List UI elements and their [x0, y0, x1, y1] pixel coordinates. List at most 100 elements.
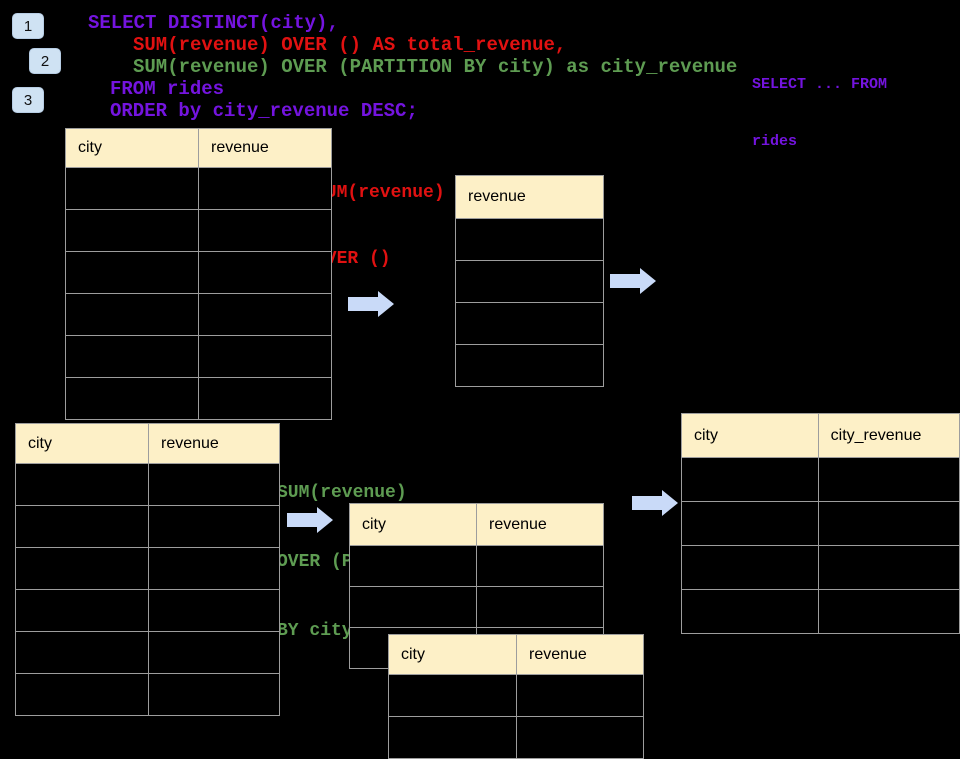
table-cell: [476, 545, 604, 587]
table-cell: [681, 545, 819, 590]
table-row: [65, 293, 332, 336]
table-rides-source-top: city revenue: [65, 128, 332, 420]
table-row: [15, 673, 280, 716]
step-badge-1: 1: [12, 13, 44, 39]
sql-line-select: SELECT DISTINCT(city),: [88, 12, 339, 34]
sql-query-code: SELECT DISTINCT(city), SUM(revenue) OVER…: [88, 12, 737, 122]
table-cell: [817, 589, 960, 634]
table-cell: [65, 335, 199, 378]
step-badge-3: 3: [12, 87, 44, 113]
table-row: [65, 209, 332, 252]
table-row: [455, 302, 604, 345]
total-revenue-annotation-line2: OVER (): [315, 249, 391, 269]
arrow-right-icon: [632, 490, 678, 516]
table-cell: [65, 251, 199, 294]
arrow-right-icon: [348, 291, 394, 317]
table-row: [349, 586, 604, 628]
table-header-row: city revenue: [15, 423, 280, 464]
table-cell: [516, 674, 644, 717]
step-badge-3-label: 3: [23, 91, 33, 109]
table-row: [15, 505, 280, 548]
total-revenue-annotation: SUM(revenue) OVER (): [315, 138, 445, 292]
column-header-city: city: [349, 503, 477, 546]
side-note-select-from: SELECT ... FROM rides: [752, 37, 887, 170]
table-cell: [65, 377, 199, 420]
table-cell: [65, 167, 199, 210]
table-row: [15, 589, 280, 632]
column-header-city: city: [65, 128, 199, 168]
table-partition-group-front: city revenue: [388, 634, 644, 759]
table-cell: [15, 631, 149, 674]
column-header-city: city: [388, 634, 517, 675]
table-cell: [817, 457, 960, 502]
table-cell: [15, 505, 149, 548]
table-row: [681, 501, 960, 546]
arrow-right-icon: [610, 268, 656, 294]
table-header-row: city revenue: [349, 503, 604, 546]
table-cell: [15, 589, 149, 632]
table-city-revenue-result: city city_revenue: [681, 413, 960, 634]
table-cell: [455, 218, 604, 261]
table-row: [15, 463, 280, 506]
table-cell: [516, 716, 644, 759]
table-row: [15, 547, 280, 590]
table-cell: [198, 209, 332, 252]
table-cell: [388, 674, 517, 717]
table-cell: [148, 547, 280, 590]
table-row: [455, 218, 604, 261]
column-header-revenue: revenue: [516, 634, 644, 675]
arrow-right-icon: [287, 507, 333, 533]
table-cell: [15, 673, 149, 716]
column-header-city: city: [681, 413, 819, 458]
table-row: [681, 589, 960, 634]
table-cell: [455, 260, 604, 303]
table-cell: [198, 377, 332, 420]
table-cell: [65, 209, 199, 252]
table-cell: [388, 716, 517, 759]
side-note-line1: SELECT ... FROM: [752, 76, 888, 93]
table-cell: [455, 344, 604, 387]
table-rides-source-bottom: city revenue: [15, 423, 280, 716]
table-cell: [15, 463, 149, 506]
table-row: [65, 167, 332, 210]
table-row: [388, 674, 644, 717]
side-note-line2: rides: [752, 133, 798, 150]
table-row: [455, 260, 604, 303]
step-badge-2-label: 2: [40, 52, 50, 70]
table-row: [65, 335, 332, 378]
table-cell: [148, 463, 280, 506]
step-badge-1-label: 1: [23, 17, 33, 35]
table-row: [15, 631, 280, 674]
column-header-city-revenue: city_revenue: [817, 413, 960, 458]
table-cell: [198, 167, 332, 210]
table-header-row: revenue: [455, 175, 604, 219]
table-cell: [681, 589, 819, 634]
table-row: [65, 251, 332, 294]
table-cell: [148, 589, 280, 632]
table-cell: [349, 545, 477, 587]
table-cell: [817, 545, 960, 590]
table-row: [388, 716, 644, 759]
partition-annotation-line1: SUM(revenue): [277, 483, 407, 503]
table-cell: [148, 673, 280, 716]
table-row: [681, 545, 960, 590]
table-cell: [681, 501, 819, 546]
table-cell: [148, 505, 280, 548]
table-row: [349, 545, 604, 587]
table-cell: [15, 547, 149, 590]
sql-line-city-revenue: SUM(revenue) OVER (PARTITION BY city) as…: [133, 56, 738, 78]
column-header-revenue: revenue: [198, 128, 332, 168]
table-cell: [817, 501, 960, 546]
sql-line-total-revenue: SUM(revenue) OVER () AS total_revenue,: [133, 34, 567, 56]
table-total-revenue-result: revenue: [455, 175, 604, 387]
column-header-city: city: [15, 423, 149, 464]
column-header-revenue: revenue: [476, 503, 604, 546]
table-cell: [198, 293, 332, 336]
table-cell: [198, 335, 332, 378]
table-cell: [148, 631, 280, 674]
table-cell: [198, 251, 332, 294]
table-cell: [681, 457, 819, 502]
table-header-row: city revenue: [65, 128, 332, 168]
table-header-row: city city_revenue: [681, 413, 960, 458]
step-badge-2: 2: [29, 48, 61, 74]
